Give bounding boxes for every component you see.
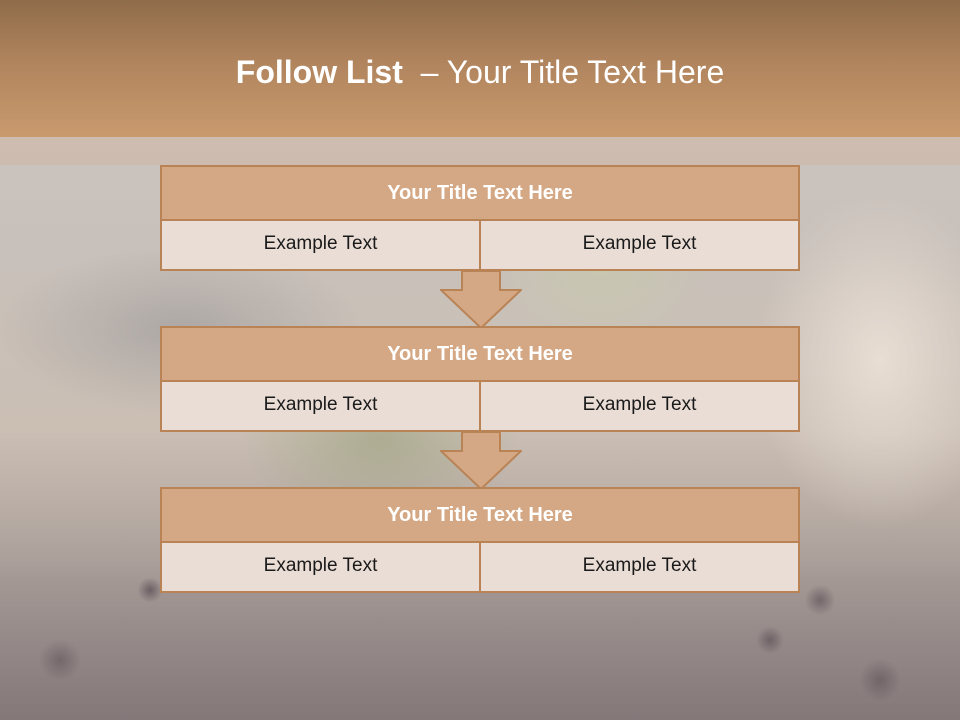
block-cell-right: Example Text — [481, 382, 800, 432]
page-title: Follow List – Your Title Text Here — [0, 54, 960, 91]
list-block-2: Your Title Text Here Example Text Exampl… — [160, 326, 800, 432]
block-title: Your Title Text Here — [160, 326, 800, 382]
list-block-1: Your Title Text Here Example Text Exampl… — [160, 165, 800, 271]
block-title: Your Title Text Here — [160, 487, 800, 543]
block-cell-right: Example Text — [481, 543, 800, 593]
block-title: Your Title Text Here — [160, 165, 800, 221]
header-bar — [0, 0, 960, 137]
block-row: Example Text Example Text — [160, 543, 800, 593]
list-block-3: Your Title Text Here Example Text Exampl… — [160, 487, 800, 593]
header-strip — [0, 137, 960, 165]
block-cell-left: Example Text — [160, 221, 481, 271]
down-arrow-icon — [440, 270, 522, 330]
title-rest: – Your Title Text Here — [420, 54, 725, 90]
block-row: Example Text Example Text — [160, 382, 800, 432]
block-cell-left: Example Text — [160, 543, 481, 593]
down-arrow-icon — [440, 431, 522, 491]
block-cell-left: Example Text — [160, 382, 481, 432]
block-row: Example Text Example Text — [160, 221, 800, 271]
block-cell-right: Example Text — [481, 221, 800, 271]
title-bold: Follow List — [235, 54, 403, 90]
